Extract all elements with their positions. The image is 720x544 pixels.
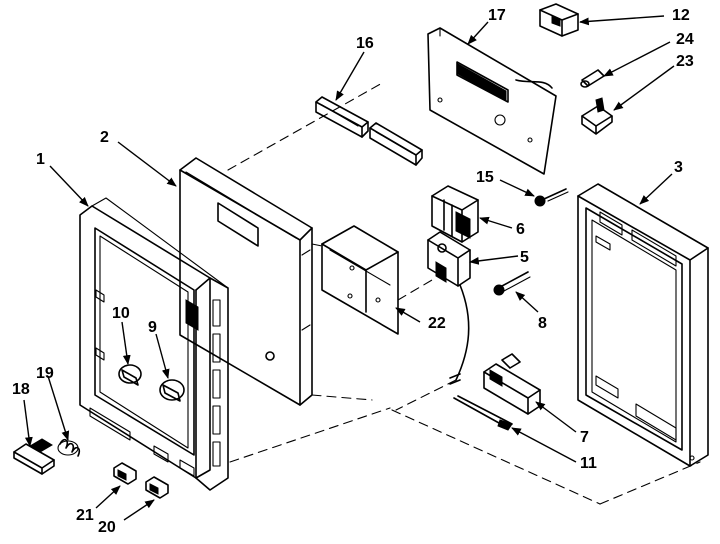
callout-11: 11 — [580, 455, 597, 472]
control-panel-part-2 — [179, 157, 313, 406]
callout-8: 8 — [538, 315, 547, 332]
fuse-holder-part-23 — [581, 97, 613, 135]
callout-9: 9 — [148, 319, 157, 336]
callout-7: 7 — [580, 429, 589, 446]
knob-part-9 — [159, 379, 185, 402]
assembly-guide-lines — [227, 81, 701, 505]
clip-part-20 — [145, 476, 169, 499]
callout-1: 1 — [36, 151, 45, 168]
screw-part-15 — [534, 188, 569, 207]
small-board-part-22 — [321, 225, 399, 335]
callout-16: 16 — [356, 35, 374, 52]
wire-harness — [455, 284, 470, 381]
callout-2: 2 — [100, 129, 109, 146]
front-frame-part-1 — [79, 197, 229, 491]
circuit-board-part-17 — [427, 27, 557, 175]
wire-break-mark — [449, 373, 461, 385]
leader-arrows — [23, 15, 675, 521]
callout-5: 5 — [520, 249, 529, 266]
callout-labels: 1 2 3 5 6 7 8 9 10 11 12 15 16 17 18 19 … — [12, 7, 694, 536]
callout-24: 24 — [676, 31, 694, 48]
callout-21: 21 — [76, 507, 94, 524]
callout-3: 3 — [674, 159, 683, 176]
latch-part-7 — [483, 353, 541, 415]
rod-part-11 — [453, 395, 513, 431]
spring-part-19 — [57, 438, 81, 457]
rear-frame-part-3 — [577, 183, 709, 467]
callout-10: 10 — [112, 305, 130, 322]
rail-part-16 — [315, 96, 423, 166]
callout-15: 15 — [476, 169, 494, 186]
callout-19: 19 — [36, 365, 54, 382]
fuse-part-24 — [580, 69, 605, 88]
callout-20: 20 — [98, 519, 116, 536]
callout-22: 22 — [428, 315, 446, 332]
switch-part-5 — [427, 231, 471, 287]
bolt-part-8 — [493, 271, 531, 296]
callout-17: 17 — [488, 7, 506, 24]
transformer-part-6 — [431, 185, 479, 243]
callout-12: 12 — [672, 7, 690, 24]
clip-part-21 — [113, 462, 137, 485]
callout-23: 23 — [676, 53, 694, 70]
callout-18: 18 — [12, 381, 30, 398]
relay-part-12 — [539, 3, 579, 37]
knob-part-10 — [118, 364, 142, 386]
button-part-18 — [13, 438, 55, 475]
callout-6: 6 — [516, 221, 525, 238]
